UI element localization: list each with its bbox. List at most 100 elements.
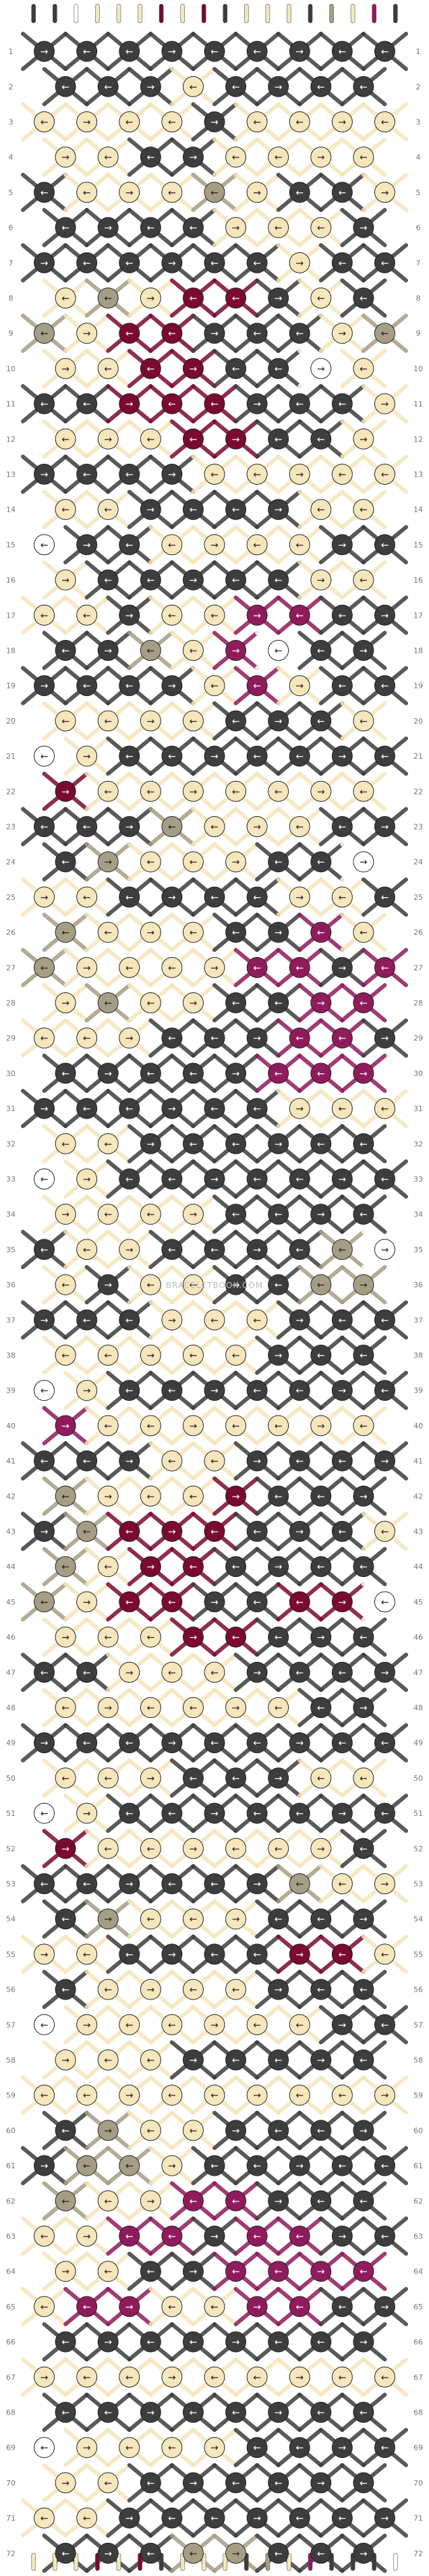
knot-arrow-icon: ←: [190, 646, 198, 657]
knot-arrow-icon: ←: [125, 1315, 134, 1326]
knot: [331, 886, 353, 908]
knot: [161, 1098, 183, 1119]
knot: [76, 111, 98, 132]
knot-arrow-icon: ←: [146, 646, 154, 657]
knot-arrow-icon: ←: [275, 434, 283, 445]
knot: [246, 1450, 268, 1472]
row-number-right: 6: [416, 223, 421, 232]
knot: [374, 604, 395, 626]
knot: [331, 1521, 353, 1542]
knot-arrow-icon: ←: [338, 1315, 346, 1326]
knot: [289, 1661, 310, 1683]
knot: [374, 1591, 395, 1613]
knot: [225, 2049, 247, 2070]
knot: [374, 2085, 395, 2106]
knot-arrow-icon: →: [275, 1985, 283, 1995]
knot-arrow-icon: →: [40, 47, 49, 57]
knot: [55, 640, 76, 661]
knot: [34, 745, 55, 767]
knot-arrow-icon: ←: [338, 1456, 346, 1467]
row-number-right: 12: [413, 435, 423, 444]
knot: [119, 393, 140, 414]
knot-arrow-icon: ←: [168, 1667, 176, 1678]
knot: [97, 1133, 119, 1154]
row-number-right: 10: [413, 365, 423, 373]
knot: [225, 2190, 247, 2211]
knot: [34, 1239, 55, 1260]
knot-arrow-icon: ←: [295, 2091, 304, 2101]
row-number-right: 51: [413, 1809, 423, 1818]
knot-arrow-icon: ←: [125, 117, 134, 128]
knot-arrow-icon: ←: [168, 963, 176, 973]
knot: [55, 1485, 76, 1507]
knot: [161, 2507, 183, 2529]
knot: [374, 2014, 395, 2035]
knot-arrow-icon: ←: [360, 505, 368, 516]
knot-arrow-icon: ←: [83, 2161, 91, 2172]
knot: [310, 780, 332, 802]
knot-arrow-icon: ←: [146, 2126, 154, 2137]
knot-arrow-icon: ←: [381, 1950, 389, 1960]
knot: [246, 393, 268, 414]
knot-arrow-icon: ←: [190, 1491, 198, 1502]
knot: [225, 428, 247, 450]
knot-arrow-icon: ←: [275, 2548, 283, 2559]
knot-arrow-icon: ←: [338, 681, 346, 692]
knot: [353, 2472, 374, 2494]
row-number-right: 1: [416, 47, 421, 56]
knot-arrow-icon: →: [253, 822, 261, 833]
knot-arrow-icon: ←: [381, 963, 389, 973]
knot-arrow-icon: ←: [232, 153, 240, 163]
knot-arrow-icon: →: [146, 505, 154, 516]
knot-arrow-icon: ←: [232, 1562, 240, 1573]
row-number-right: 31: [413, 1104, 423, 1113]
knot: [119, 1239, 140, 1260]
knot-arrow-icon: ←: [253, 1315, 261, 1326]
knot-arrow-icon: ←: [210, 1104, 219, 1115]
knot: [310, 288, 332, 308]
knot: [97, 76, 119, 97]
row-number-left: 37: [6, 1316, 16, 1324]
knot-arrow-icon: ←: [360, 294, 368, 304]
knot: [97, 358, 119, 379]
knot-arrow-icon: ←: [61, 2548, 69, 2559]
knot: [353, 76, 374, 97]
row-number-right: 47: [413, 1668, 423, 1677]
row-number-left: 35: [6, 1245, 16, 1254]
row-number-right: 37: [413, 1316, 423, 1324]
string-top-18: [393, 3, 398, 24]
watermark-text: BRACELETBOOK.COM: [166, 1281, 263, 1290]
knot: [55, 2049, 76, 2070]
knot: [34, 957, 55, 978]
knot: [204, 323, 225, 344]
knot-arrow-icon: →: [253, 1034, 261, 1044]
knot-arrow-icon: ←: [381, 892, 389, 903]
knot-arrow-icon: ←: [232, 1139, 240, 1150]
knot: [374, 323, 395, 344]
knot: [353, 569, 374, 591]
knot-arrow-icon: →: [210, 117, 219, 128]
knot: [161, 1027, 183, 1049]
knot-arrow-icon: ←: [104, 2056, 112, 2066]
knot-arrow-icon: ←: [275, 1914, 283, 1925]
knot: [55, 1556, 76, 1578]
knot-arrow-icon: ←: [61, 1491, 69, 1502]
knot: [289, 1450, 310, 1472]
knot: [161, 2296, 183, 2317]
knot-arrow-icon: ←: [338, 188, 346, 198]
knot: [268, 1415, 289, 1437]
knot: [119, 2014, 140, 2035]
row-number-right: 42: [413, 1492, 423, 1501]
knot: [374, 1661, 395, 1683]
knot: [225, 1415, 247, 1437]
knot: [204, 1309, 225, 1331]
knot: [204, 252, 225, 273]
knot: [353, 2542, 374, 2564]
knot: [204, 1169, 225, 1189]
knot: [140, 1697, 161, 1718]
knot: [161, 2155, 183, 2176]
knot: [204, 1873, 225, 1894]
knot-arrow-icon: ←: [338, 470, 346, 481]
knot: [55, 428, 76, 450]
knot-arrow-icon: ←: [125, 1175, 134, 1185]
